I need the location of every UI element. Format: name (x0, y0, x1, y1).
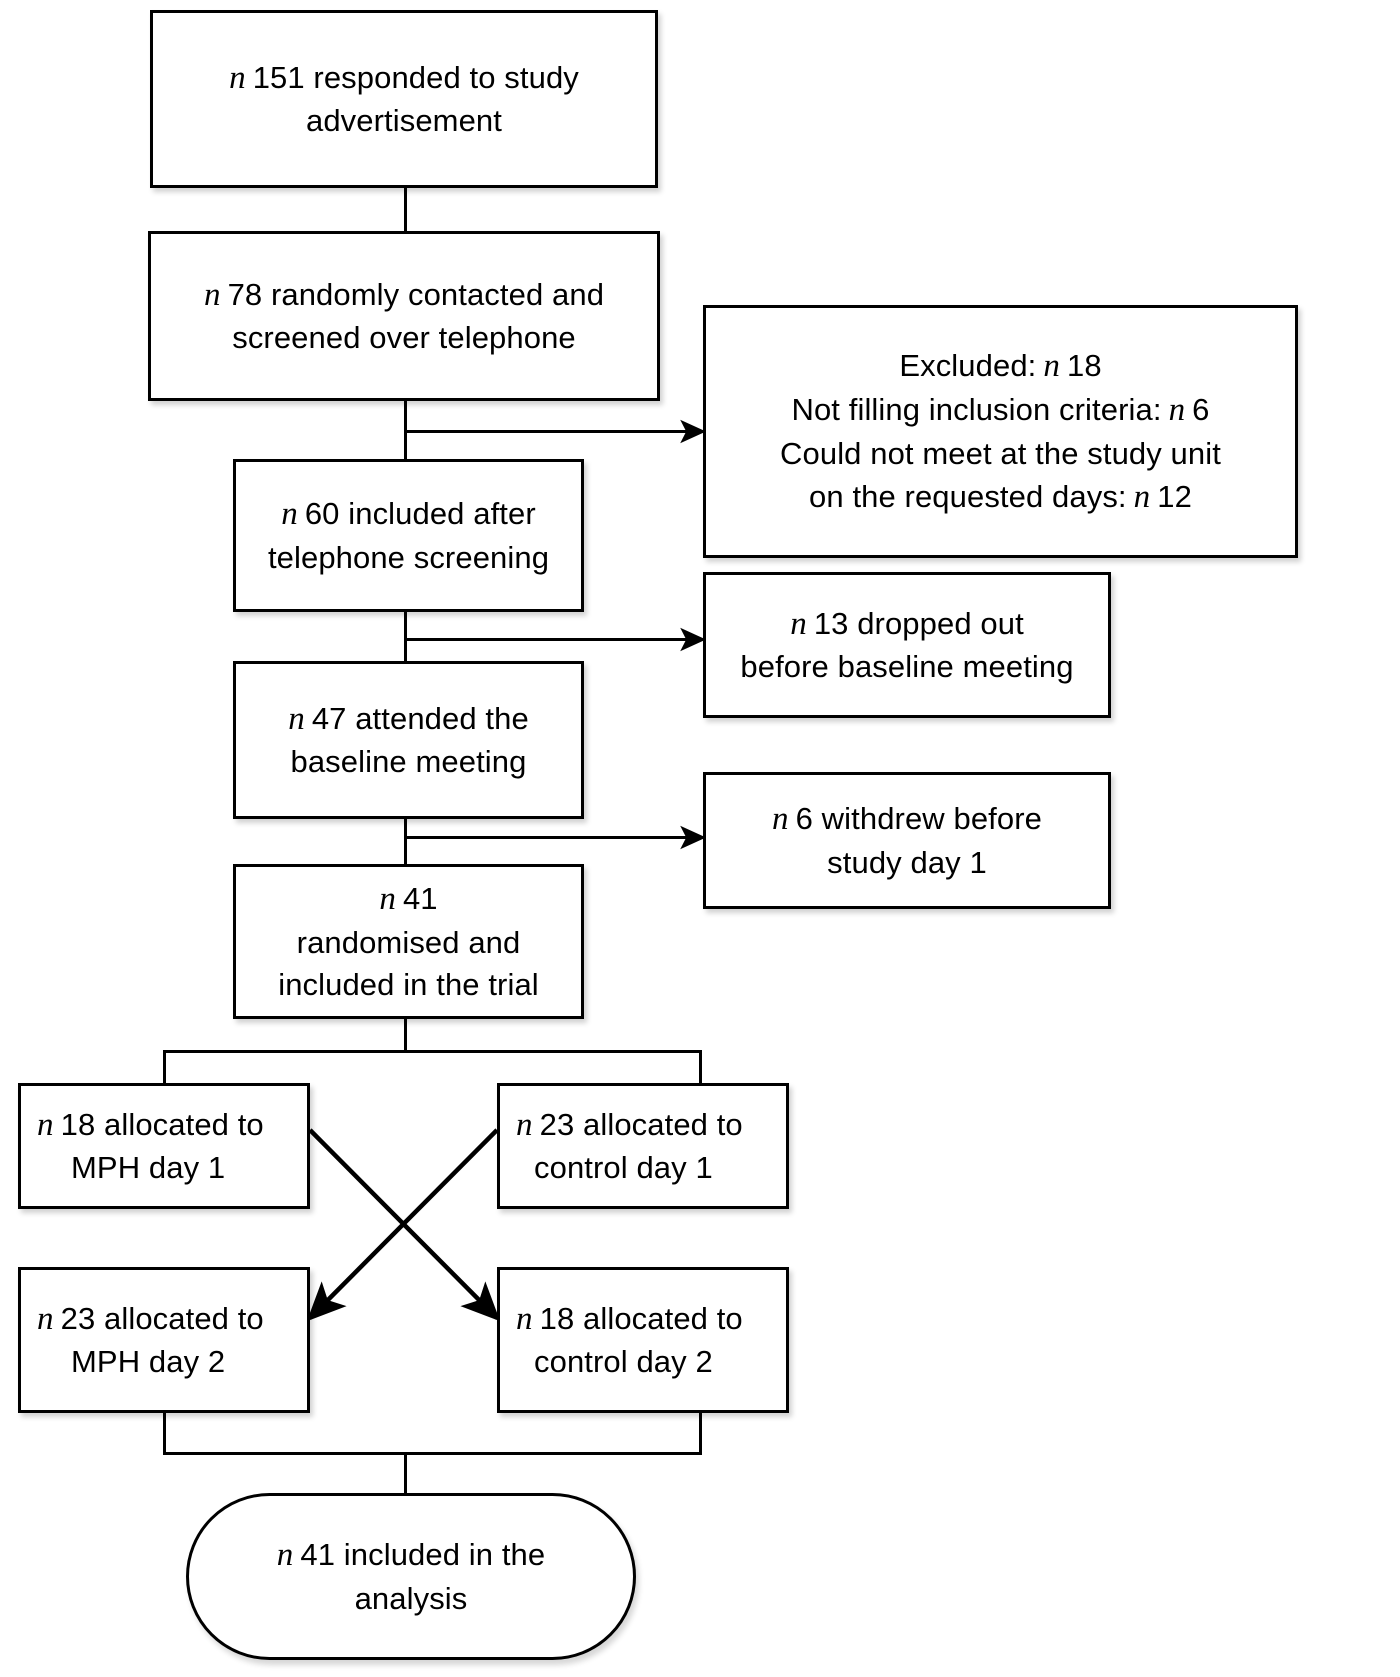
node-excluded-line3: Could not meet at the study unit (780, 435, 1221, 471)
connector-included60-down (404, 610, 407, 672)
n-symbol: n (281, 496, 298, 533)
n-symbol: n (37, 1106, 54, 1143)
node-mph2-line2: MPH day 2 (71, 1344, 226, 1380)
n-symbol: n (516, 1300, 533, 1337)
n-symbol: n (379, 881, 396, 918)
n-symbol: n (288, 700, 305, 737)
n-symbol: n (772, 801, 789, 838)
connector-contacted-down (404, 398, 407, 460)
node-included60-line2: telephone screening (267, 539, 550, 575)
connector-responded-to-contacted (404, 186, 407, 232)
node-randomised-line2: randomised and (296, 924, 521, 960)
node-attended-line2: baseline meeting (290, 744, 527, 780)
n-symbol: n (1133, 478, 1151, 515)
connector-mph-day2-down (163, 1411, 166, 1455)
n-symbol: n (276, 1537, 294, 1574)
node-withdrew-line2: study day 1 (827, 844, 987, 880)
node-analysis-line2: analysis (354, 1580, 468, 1616)
connector-analysis-merge (163, 1452, 702, 1455)
connector-split-to-control-day1 (699, 1050, 702, 1084)
n-symbol: n (37, 1300, 54, 1337)
node-mph1-line2: MPH day 1 (71, 1150, 226, 1186)
node-responded-line2: advertisement (305, 103, 502, 139)
n-symbol: n (1043, 347, 1060, 384)
connector-randomised-down (404, 1018, 407, 1052)
node-contacted-line2: screened over telephone (232, 320, 576, 356)
n-symbol: n (516, 1106, 533, 1143)
node-dropped-line2: before baseline meeting (740, 649, 1074, 685)
n-symbol: n (203, 276, 221, 313)
connector-contacted-to-excluded (404, 430, 684, 433)
node-randomised-line3: included in the trial (278, 966, 539, 1002)
crossover-arrow-control1-to-mph2 (306, 1128, 499, 1322)
connector-allocation-split (163, 1050, 702, 1053)
connector-included60-to-dropped (404, 638, 684, 641)
connector-split-to-mph-day1 (163, 1050, 166, 1084)
n-symbol: n (1168, 392, 1186, 429)
n-symbol: n (229, 59, 246, 96)
connector-merge-to-analysis (404, 1452, 407, 1498)
crossover-arrow-mph1-to-control2 (308, 1128, 501, 1322)
node-ctrl1-line2: control day 1 (534, 1150, 713, 1186)
connector-attended-down (404, 818, 407, 876)
n-symbol: n (790, 605, 807, 642)
connector-attended-to-withdrew (404, 836, 684, 839)
node-ctrl2-line2: control day 2 (534, 1344, 713, 1380)
connector-control-day2-down (699, 1411, 702, 1455)
